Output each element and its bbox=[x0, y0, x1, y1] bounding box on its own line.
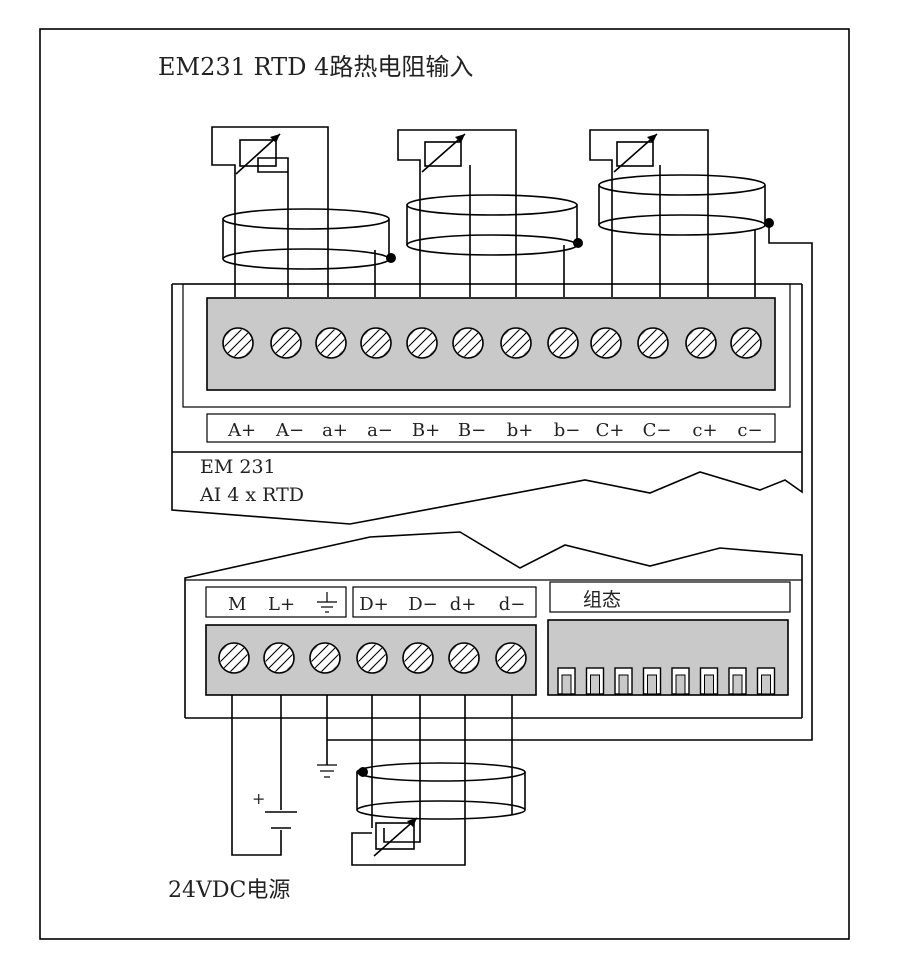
dip-switch-0 bbox=[557, 667, 576, 695]
lower-screws bbox=[218, 642, 527, 674]
upper-screw-1 bbox=[270, 327, 302, 359]
terminal-label-10: c+ bbox=[692, 420, 717, 441]
terminal-label-9: C− bbox=[643, 420, 672, 441]
lower-screw-4 bbox=[402, 642, 434, 674]
module-name: EM 231 bbox=[200, 456, 276, 478]
ground-icon bbox=[317, 592, 337, 613]
config-label: 组态 bbox=[583, 589, 621, 611]
terminal-label-d-1: D− bbox=[408, 594, 438, 615]
upper-screw-9 bbox=[637, 327, 669, 359]
power-supply-wiring: + bbox=[231, 695, 297, 856]
dip-switch-5 bbox=[699, 667, 719, 695]
terminal-label-7: b− bbox=[554, 420, 581, 441]
upper-screw-7 bbox=[547, 327, 579, 359]
terminal-label-lplus: L+ bbox=[268, 594, 295, 615]
terminal-label-d-0: D+ bbox=[359, 594, 389, 615]
upper-label-strip bbox=[206, 413, 776, 443]
dip-switch-6 bbox=[728, 667, 747, 695]
terminal-label-6: b+ bbox=[507, 420, 534, 441]
channel-d-label-box bbox=[352, 586, 537, 618]
power-label-box bbox=[205, 586, 347, 618]
rtd-resistor-a bbox=[239, 139, 277, 167]
power-supply-label: 24VDC电源 bbox=[168, 878, 290, 903]
terminal-label-0: A+ bbox=[227, 420, 256, 441]
dip-switch-4 bbox=[671, 667, 690, 695]
shield-drain-line bbox=[327, 223, 813, 741]
outer-frame bbox=[39, 28, 850, 940]
lower-screw-2 bbox=[309, 642, 341, 674]
upper-screw-3 bbox=[360, 327, 392, 359]
upper-screws bbox=[222, 327, 762, 359]
terminal-label-2: a+ bbox=[322, 420, 348, 441]
upper-screw-6 bbox=[500, 327, 532, 359]
terminal-label-1: A− bbox=[275, 420, 304, 441]
upper-screw-4 bbox=[406, 327, 438, 359]
upper-screw-10 bbox=[685, 327, 717, 359]
config-label-box bbox=[549, 581, 791, 613]
upper-screw-11 bbox=[730, 327, 762, 359]
dip-switch-2 bbox=[614, 667, 633, 695]
terminal-label-4: B+ bbox=[412, 420, 440, 441]
terminal-label-d-2: d+ bbox=[450, 594, 477, 615]
lower-screw-1 bbox=[263, 642, 295, 674]
channel-d-labels: D+ D− d+ d− bbox=[359, 594, 525, 615]
module-type: AI 4 x RTD bbox=[199, 484, 304, 506]
dip-switch-3 bbox=[642, 667, 662, 695]
rtd-resistor-b bbox=[424, 141, 462, 167]
terminal-label-3: a− bbox=[367, 420, 393, 441]
rtd-resistor-c bbox=[616, 141, 654, 167]
rtd-sensor-d bbox=[351, 695, 526, 866]
ground-wire bbox=[317, 695, 337, 778]
upper-labels: A+ A− a+ a− B+ B− b+ b− C+ C− c+ c− bbox=[227, 420, 763, 441]
dip-switch-block bbox=[547, 619, 789, 696]
terminal-label-8: C+ bbox=[596, 420, 625, 441]
rtd-sensor-b bbox=[397, 129, 583, 297]
terminal-label-5: B− bbox=[458, 420, 486, 441]
dip-switch-1 bbox=[585, 667, 605, 695]
terminal-label-m: M bbox=[228, 594, 246, 615]
dip-switches bbox=[557, 667, 776, 695]
lower-screw-5 bbox=[448, 642, 480, 674]
lower-screw-0 bbox=[218, 642, 250, 674]
lower-screw-3 bbox=[356, 642, 388, 674]
module-lower-body bbox=[184, 531, 803, 719]
rtd-sensor-c bbox=[589, 129, 774, 297]
power-plus-sign: + bbox=[252, 789, 265, 808]
rtd-resistor-d bbox=[375, 822, 415, 850]
upper-screw-2 bbox=[315, 327, 347, 359]
lower-screw-6 bbox=[495, 642, 527, 674]
upper-screw-5 bbox=[452, 327, 484, 359]
upper-screw-0 bbox=[222, 327, 254, 359]
upper-screw-8 bbox=[590, 327, 622, 359]
dip-switch-7 bbox=[756, 667, 776, 695]
rtd-sensor-a bbox=[211, 126, 396, 297]
terminal-label-11: c− bbox=[737, 420, 762, 441]
terminal-label-d-3: d− bbox=[499, 594, 526, 615]
diagram-title: EM231 RTD 4路热电阻输入 bbox=[158, 53, 473, 81]
module-upper-body bbox=[171, 283, 803, 525]
